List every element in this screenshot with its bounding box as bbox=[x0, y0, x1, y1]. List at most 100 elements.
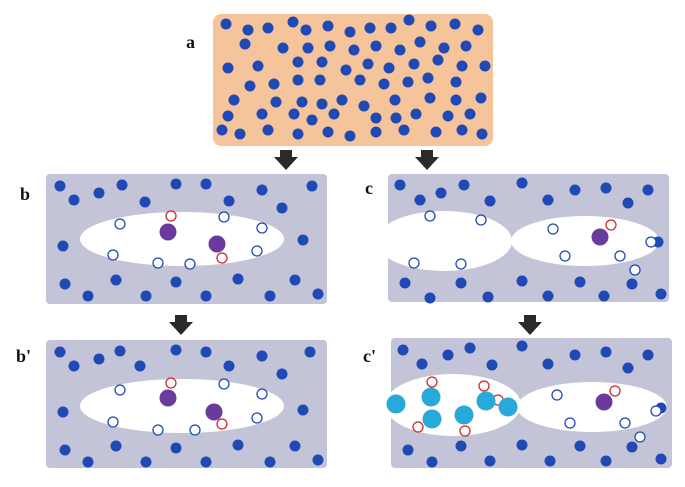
atom bbox=[569, 349, 581, 361]
atom bbox=[432, 54, 444, 66]
atom bbox=[435, 187, 447, 199]
pore-c-right bbox=[511, 216, 659, 266]
atom bbox=[449, 18, 461, 30]
atom bbox=[292, 56, 304, 68]
panel-b-prime-label: b' bbox=[16, 346, 31, 366]
panel-b-prime-particles bbox=[54, 344, 324, 468]
panel-b-label: b bbox=[20, 184, 30, 204]
atom bbox=[378, 78, 390, 90]
atom bbox=[655, 288, 667, 300]
atom bbox=[442, 349, 454, 361]
interstitial-site bbox=[216, 252, 228, 264]
atom bbox=[358, 100, 370, 112]
atom bbox=[475, 92, 487, 104]
atom bbox=[370, 40, 382, 52]
atom bbox=[232, 439, 244, 451]
panel-c-particles bbox=[394, 177, 667, 304]
vacancy-site bbox=[251, 412, 263, 424]
atom bbox=[140, 456, 152, 468]
arrow-c-to-c-prime bbox=[518, 315, 542, 335]
panel-a-label: a bbox=[186, 32, 195, 52]
atom bbox=[430, 126, 442, 138]
atom bbox=[626, 278, 638, 290]
vacancy-site bbox=[645, 236, 657, 248]
atom bbox=[262, 22, 274, 34]
atom bbox=[264, 456, 276, 468]
atom bbox=[516, 439, 528, 451]
atom bbox=[170, 344, 182, 356]
atom bbox=[242, 24, 254, 36]
atom bbox=[57, 406, 69, 418]
atom bbox=[228, 94, 240, 106]
atom bbox=[389, 94, 401, 106]
atom bbox=[68, 194, 80, 206]
vacancy-site bbox=[107, 249, 119, 261]
atom bbox=[398, 124, 410, 136]
atom bbox=[426, 456, 438, 468]
arrow-a-to-b bbox=[274, 150, 298, 170]
atom bbox=[292, 128, 304, 140]
vacancy-site bbox=[408, 257, 420, 269]
atom bbox=[399, 277, 411, 289]
vacancy-site bbox=[114, 218, 126, 230]
atom bbox=[170, 276, 182, 288]
interstitial-site bbox=[605, 219, 617, 231]
atom bbox=[394, 179, 406, 191]
interstitial-site bbox=[165, 210, 177, 222]
atom bbox=[82, 290, 94, 302]
atom bbox=[223, 195, 235, 207]
vacancy-site bbox=[218, 378, 230, 390]
atom bbox=[410, 108, 422, 120]
atom bbox=[200, 456, 212, 468]
atom bbox=[288, 108, 300, 120]
panel-b: b bbox=[20, 174, 327, 304]
atom bbox=[277, 42, 289, 54]
vacancy-site bbox=[152, 257, 164, 269]
atom bbox=[574, 276, 586, 288]
atom bbox=[300, 24, 312, 36]
atom bbox=[425, 20, 437, 32]
atom bbox=[116, 179, 128, 191]
atom bbox=[296, 96, 308, 108]
atom bbox=[482, 291, 494, 303]
atom bbox=[139, 196, 151, 208]
vacancy-site bbox=[152, 424, 164, 436]
atom bbox=[82, 456, 94, 468]
atom bbox=[289, 440, 301, 452]
vacancy-site bbox=[629, 264, 641, 276]
atom bbox=[256, 350, 268, 362]
panel-c-prime-label: c' bbox=[363, 346, 376, 366]
atom bbox=[344, 130, 356, 142]
atom bbox=[456, 60, 468, 72]
atom bbox=[362, 58, 374, 70]
atom bbox=[256, 108, 268, 120]
down-arrow-icon bbox=[274, 150, 298, 170]
atom bbox=[600, 182, 612, 194]
atom bbox=[516, 275, 528, 287]
vacancy-site bbox=[455, 258, 467, 270]
interstitial-site bbox=[165, 377, 177, 389]
pore-c-left bbox=[376, 211, 512, 271]
atom bbox=[170, 442, 182, 454]
atom bbox=[322, 20, 334, 32]
atom bbox=[93, 353, 105, 365]
interstitial-site bbox=[478, 380, 490, 392]
atom bbox=[600, 346, 612, 358]
atom bbox=[312, 454, 324, 466]
atom bbox=[220, 18, 232, 30]
atom bbox=[655, 453, 667, 465]
cluster-particle bbox=[422, 409, 442, 429]
pore-b-prime bbox=[80, 379, 284, 433]
atom bbox=[456, 124, 468, 136]
atom bbox=[252, 60, 264, 72]
atom bbox=[140, 290, 152, 302]
atom bbox=[264, 290, 276, 302]
interstitial-site bbox=[609, 385, 621, 397]
atom bbox=[110, 440, 122, 452]
pore-b bbox=[80, 212, 284, 266]
cluster-particle bbox=[386, 394, 406, 414]
atom bbox=[340, 64, 352, 76]
atom bbox=[472, 24, 484, 36]
atom bbox=[302, 42, 314, 54]
vacancy-site bbox=[650, 405, 662, 417]
